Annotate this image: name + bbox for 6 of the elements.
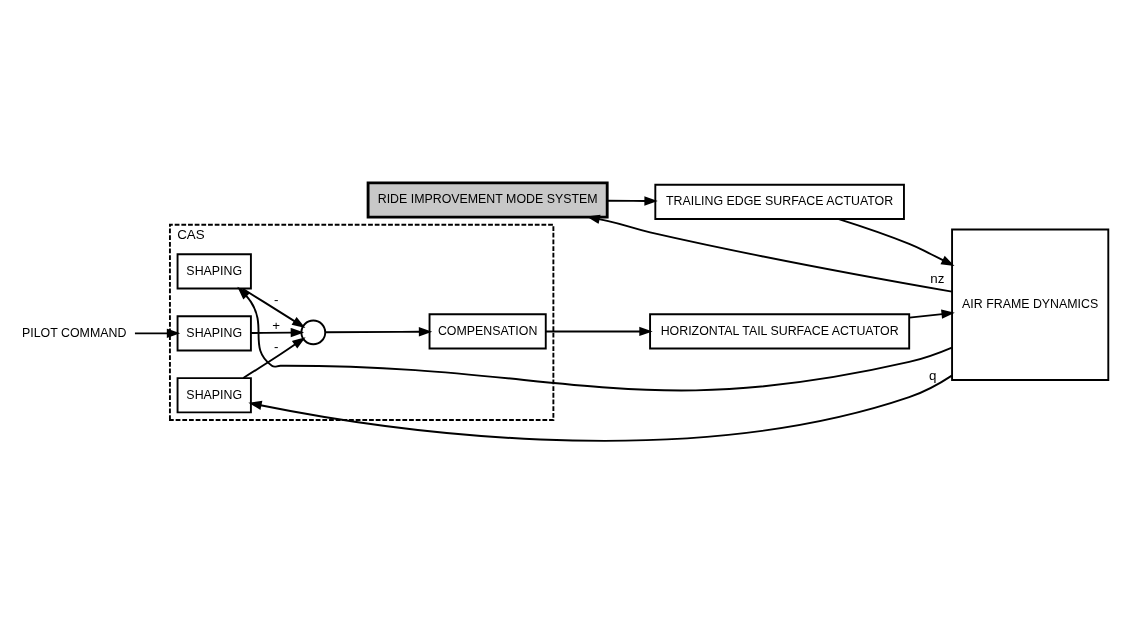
edge-label: +: [272, 317, 281, 333]
edge-label: -: [273, 291, 279, 307]
node-text: PILOT COMMAND: [22, 325, 127, 340]
edge-label: nz: [930, 270, 945, 286]
edge-label: -: [273, 338, 279, 354]
edge-label: q: [929, 368, 937, 384]
